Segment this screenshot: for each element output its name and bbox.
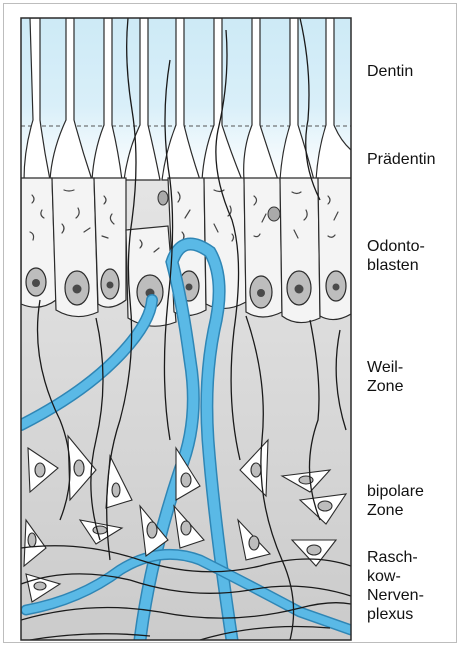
label-weil-zone: Weil- Zone xyxy=(367,358,403,396)
label-praedentin: Prädentin xyxy=(367,150,436,169)
label-dentin: Dentin xyxy=(367,62,413,81)
label-odontoblasten: Odonto- blasten xyxy=(367,237,425,275)
label-raschkow-plexus: Rasch- kow- Nerven- plexus xyxy=(367,548,424,624)
vesicle xyxy=(158,191,168,205)
vesicle xyxy=(268,207,280,221)
label-bipolare-zone: bipolare Zone xyxy=(367,482,424,520)
